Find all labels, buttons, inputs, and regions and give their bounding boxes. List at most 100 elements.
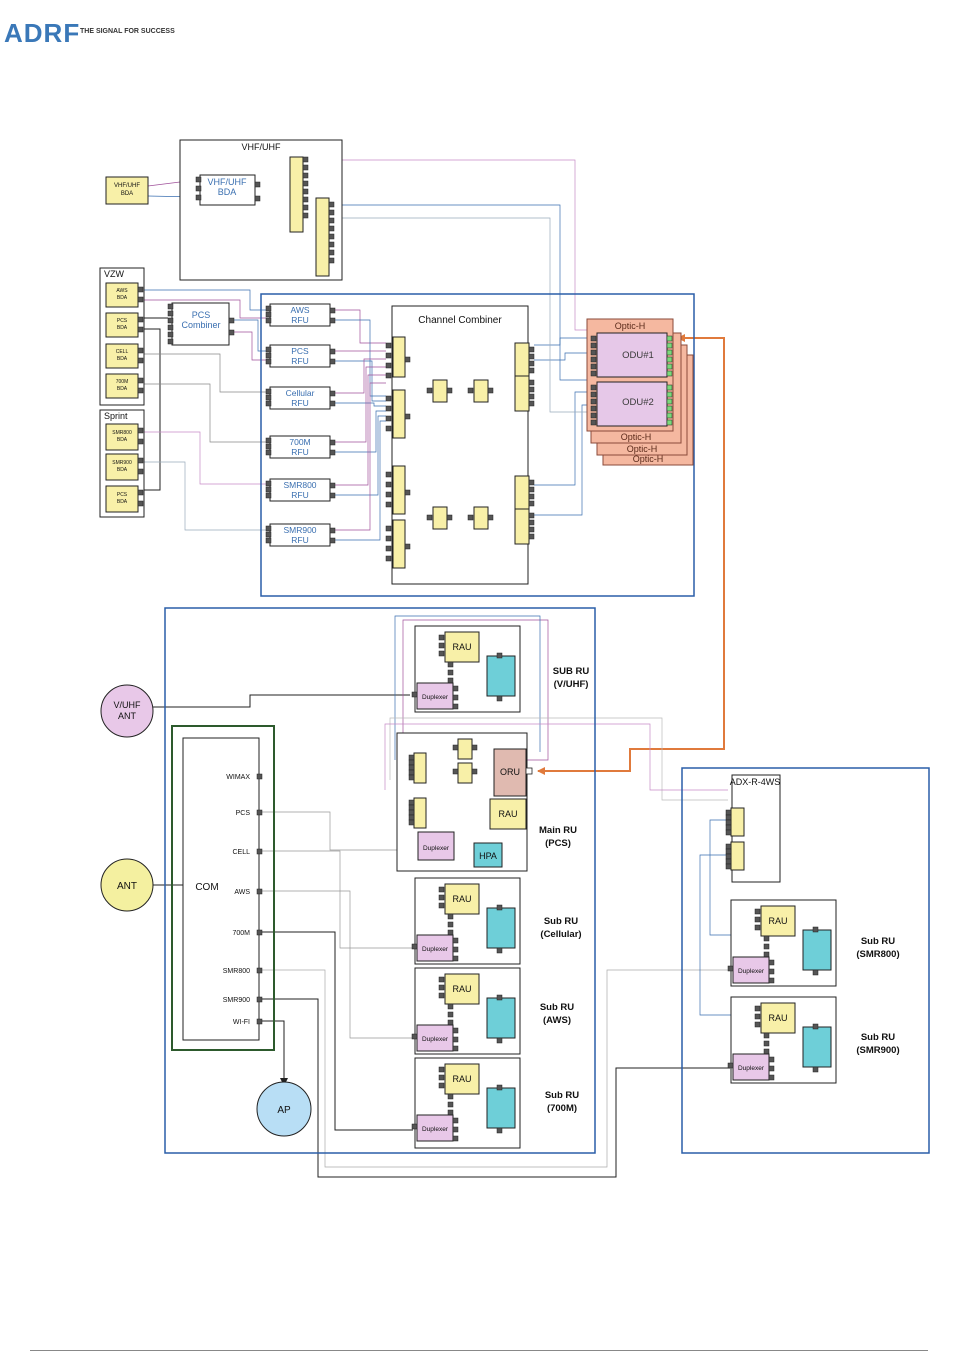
rfu-port bbox=[265, 305, 272, 312]
port bbox=[137, 500, 144, 507]
bda-port bbox=[195, 176, 202, 183]
rfu-type: RFU bbox=[291, 356, 308, 366]
com-block bbox=[182, 737, 260, 1041]
port bbox=[137, 489, 144, 496]
odu2-label: ODU#2 bbox=[622, 397, 654, 408]
com-port-label: 700M bbox=[232, 930, 250, 937]
port bbox=[768, 1065, 775, 1072]
port bbox=[452, 744, 459, 751]
duplexer-label: Duplexer bbox=[422, 1126, 449, 1133]
combiner-port bbox=[167, 331, 174, 338]
combiner-port bbox=[385, 352, 392, 359]
port bbox=[768, 968, 775, 975]
hpa-block bbox=[473, 842, 503, 868]
connector-line bbox=[534, 337, 591, 346]
odu-port bbox=[590, 398, 597, 405]
connector-line bbox=[335, 420, 386, 541]
rau-port bbox=[763, 935, 770, 942]
remote-unit-title: Sub RU bbox=[545, 1090, 579, 1101]
main-duplexer-label: Duplexer bbox=[423, 845, 450, 852]
port bbox=[408, 804, 415, 811]
adx-unit-subtitle: (SMR900) bbox=[856, 1045, 899, 1056]
rau-port bbox=[438, 992, 445, 999]
com-port bbox=[256, 1018, 263, 1025]
adrf-logo: ADRF THE SIGNAL FOR SUCCESS bbox=[0, 8, 180, 48]
connector-line bbox=[335, 319, 386, 397]
connector-line bbox=[335, 309, 386, 344]
port bbox=[467, 387, 474, 394]
com-port-label: WIMAX bbox=[226, 774, 250, 781]
vhf-uhf-group-title: VHF/UHF bbox=[242, 142, 281, 152]
port bbox=[408, 769, 415, 776]
connector-line bbox=[384, 723, 728, 791]
odu-optic-port bbox=[666, 342, 673, 349]
combiner-input-block bbox=[392, 519, 406, 569]
rau-port bbox=[754, 916, 761, 923]
connector-line bbox=[144, 461, 266, 531]
rau-port bbox=[447, 1101, 454, 1108]
rau-port bbox=[438, 634, 445, 641]
filter-block bbox=[486, 907, 516, 949]
port bbox=[329, 400, 336, 407]
port bbox=[404, 413, 411, 420]
connector-line bbox=[335, 366, 386, 443]
port bbox=[411, 691, 418, 698]
port bbox=[725, 848, 732, 855]
sprint-bda-label: PCS bbox=[117, 492, 128, 498]
vzw-bda-label: BDA bbox=[117, 356, 128, 362]
combiner-port bbox=[167, 310, 174, 317]
duplexer-label: Duplexer bbox=[422, 946, 449, 953]
adx-splitter bbox=[730, 841, 745, 871]
connector-line bbox=[144, 299, 266, 319]
com-port-label: SMR800 bbox=[223, 968, 250, 975]
odu2 bbox=[596, 381, 668, 427]
combiner-hybrid bbox=[432, 506, 448, 530]
port bbox=[328, 217, 335, 224]
vhf-splitter-1 bbox=[289, 156, 304, 233]
duplexer-block bbox=[416, 682, 454, 710]
combiner-port bbox=[528, 512, 535, 519]
connector-line bbox=[402, 619, 549, 761]
combiner-port bbox=[528, 533, 535, 540]
port bbox=[228, 329, 235, 336]
rfu-name: PCS bbox=[291, 346, 309, 356]
combiner-port bbox=[385, 342, 392, 349]
port bbox=[725, 858, 732, 865]
connector-line bbox=[262, 969, 730, 1168]
adx-title: ADX-R-4WS bbox=[730, 777, 781, 787]
odu1-label: ODU#1 bbox=[622, 350, 654, 361]
port bbox=[302, 156, 309, 163]
port bbox=[328, 241, 335, 248]
rfu-port bbox=[265, 486, 272, 493]
port bbox=[452, 955, 459, 962]
rau-port bbox=[754, 908, 761, 915]
combiner-port bbox=[528, 400, 535, 407]
rau-label: RAU bbox=[768, 1013, 787, 1023]
com-port bbox=[256, 996, 263, 1003]
rau-port bbox=[447, 677, 454, 684]
rfu-name: SMR800 bbox=[283, 480, 316, 490]
port bbox=[137, 468, 144, 475]
port bbox=[452, 1135, 459, 1142]
odu-optic-port bbox=[666, 391, 673, 398]
optic-h-back-label: Optic-H bbox=[627, 444, 658, 454]
odu-port bbox=[590, 335, 597, 342]
duplexer-block bbox=[416, 934, 454, 962]
rau-label: RAU bbox=[452, 984, 471, 994]
combiner-port bbox=[528, 500, 535, 507]
com-port-label: PCS bbox=[236, 810, 251, 817]
vzw-bda-label: BDA bbox=[117, 295, 128, 301]
port bbox=[329, 439, 336, 446]
port bbox=[452, 1027, 459, 1034]
port bbox=[452, 703, 459, 710]
diagram-blocks bbox=[99, 139, 930, 1154]
port bbox=[452, 1036, 459, 1043]
port bbox=[411, 1033, 418, 1040]
combiner-port bbox=[528, 353, 535, 360]
com-port bbox=[256, 929, 263, 936]
remote-unit-subtitle: (AWS) bbox=[543, 1015, 571, 1026]
port bbox=[487, 514, 494, 521]
combiner-hybrid bbox=[473, 379, 489, 403]
combiner-port bbox=[167, 317, 174, 324]
